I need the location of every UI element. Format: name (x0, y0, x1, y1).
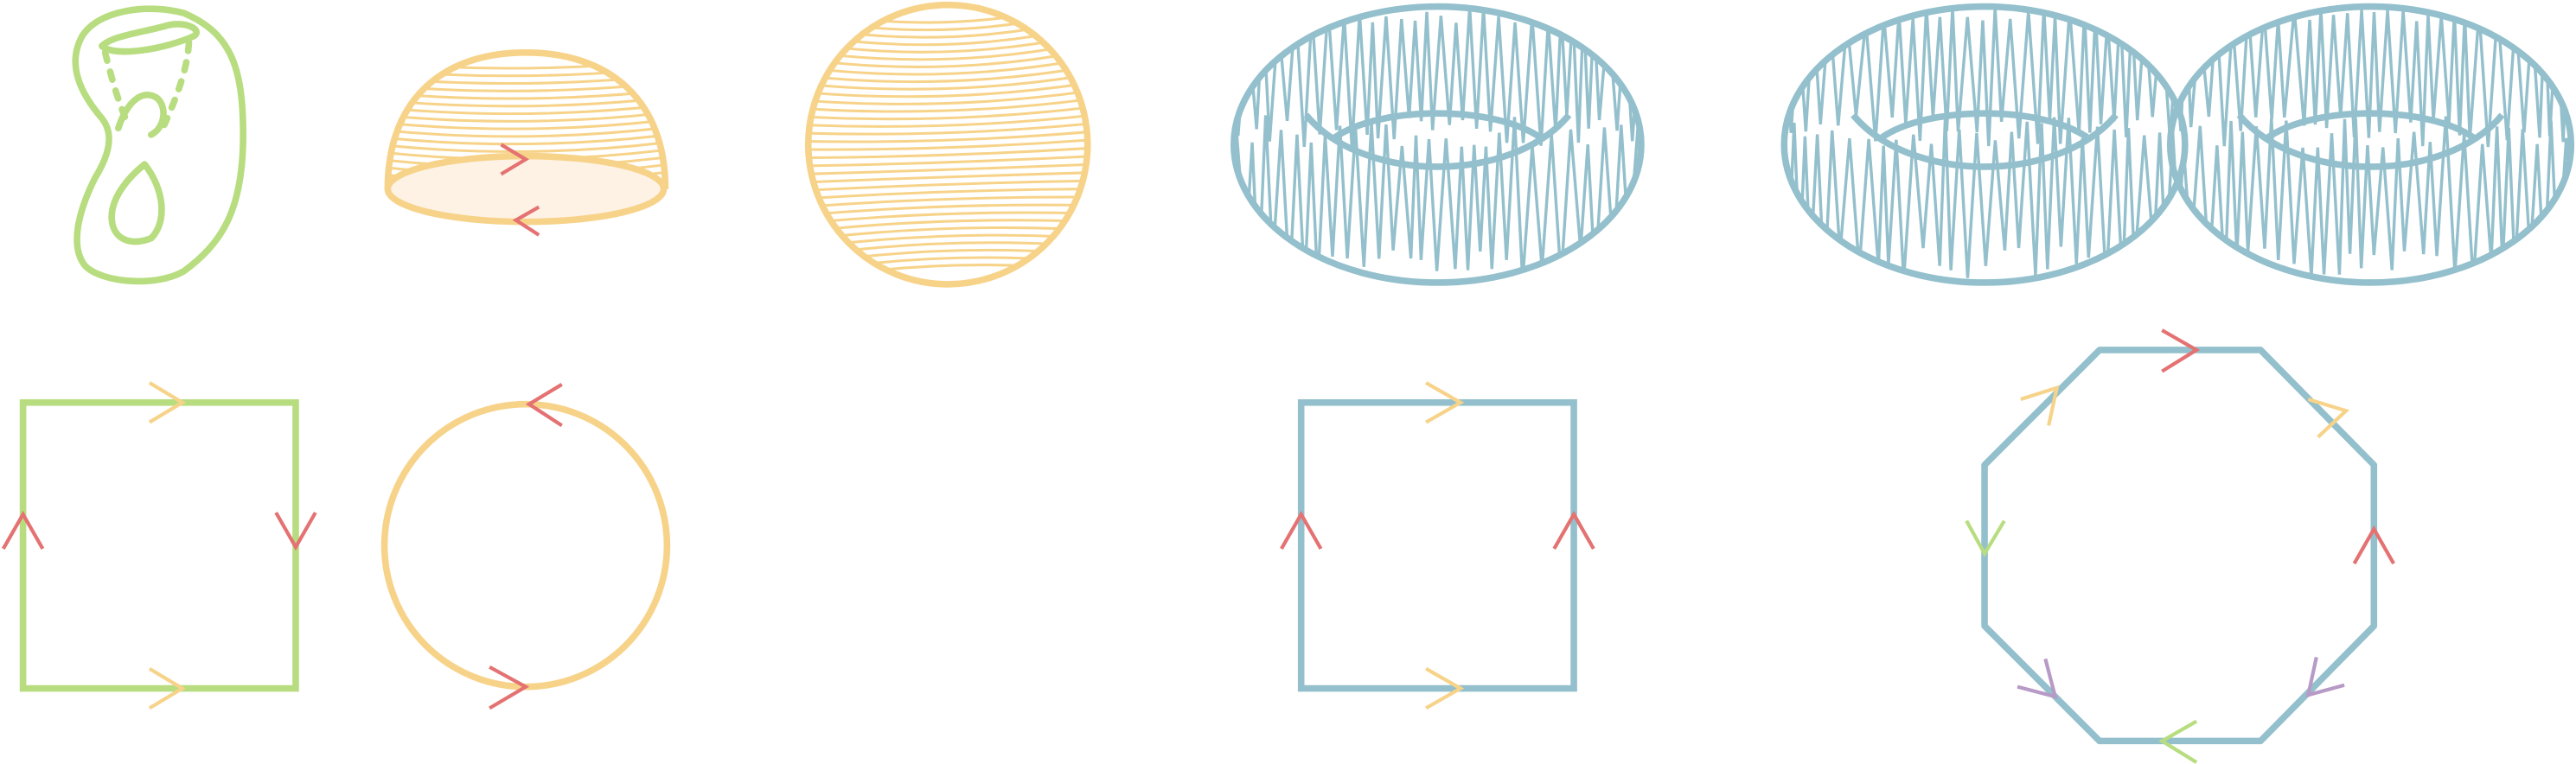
torus-top-arrow (1425, 381, 1465, 424)
projective-plane-hemisphere (384, 49, 669, 237)
sphere-hatch-line (808, 155, 1088, 168)
hemisphere-arrows (500, 143, 540, 237)
octagon-arrow-top (2161, 328, 2201, 373)
hemisphere-hatch-line (387, 124, 666, 138)
torus-outline (1230, 3, 1645, 286)
torus-hole-lower (1303, 112, 1572, 170)
octagon-arrow-lower-right (2305, 656, 2345, 698)
sphere-hatch-line (808, 219, 1088, 233)
projective-plane-sphere (804, 1, 1091, 288)
torus-hatching (1233, 7, 1641, 283)
klein-top-arrow (148, 381, 186, 424)
sphere-hatch-line (808, 171, 1088, 184)
double-torus-octagon (1965, 328, 2395, 764)
hemisphere-arrow-top (500, 143, 530, 176)
torus-square-outline (1297, 398, 1577, 692)
octagon-arrow-bottom (2158, 719, 2198, 764)
torus-hatch-lower (1233, 115, 1641, 283)
sphere-hatch-line (808, 7, 1088, 32)
torus-hatch-upper (2170, 7, 2572, 148)
disk-outline (380, 400, 671, 691)
sphere-hatch-line (808, 188, 1088, 201)
torus-hatch-lower (1784, 115, 2185, 283)
torus-square (1280, 381, 1595, 710)
disk-top-arrow (525, 383, 563, 428)
klein-bottle-neck (98, 21, 200, 55)
hemisphere-hatch-line (387, 117, 666, 131)
sphere-hatch-line (808, 195, 1088, 209)
octagon-arrow-right (2352, 525, 2395, 565)
hemisphere-hatch-line (387, 57, 666, 70)
sphere-hatch-line (808, 146, 1088, 160)
double-torus-surface (1780, 3, 2575, 286)
klein-bottle-inner-loop (108, 161, 165, 245)
klein-bottom-arrow (148, 666, 186, 710)
sphere-hatch-line (808, 73, 1088, 91)
sphere-hatch-line (808, 162, 1088, 176)
klein-bottle-outline (72, 5, 246, 285)
projective-plane-disk (380, 383, 671, 710)
sphere-hatch-line (808, 211, 1088, 226)
torus-right-arrow (1552, 510, 1595, 550)
sphere-hatch-line (808, 15, 1088, 39)
klein-right-arrow (274, 512, 317, 551)
torus-hatch-upper (1784, 6, 2185, 147)
sphere-hatch-line (808, 97, 1088, 113)
double-torus-left-outline (1780, 3, 2189, 286)
sphere-hatch-line (808, 122, 1088, 136)
klein-bottle-hidden-curve (101, 39, 193, 129)
hemisphere-arrow-bottom (512, 205, 540, 237)
sphere-hatch-line (808, 56, 1088, 76)
double-torus-left-hole-upper (1879, 110, 2090, 141)
octagon-arrow-lower-left (2017, 658, 2058, 699)
double-torus-right-hatching (2170, 7, 2572, 283)
klein-bottle-surface (72, 5, 246, 285)
torus-bottom-arrow (1425, 666, 1465, 710)
sphere-hatch-line (808, 23, 1088, 47)
sphere-hatch-line (808, 64, 1088, 84)
hemisphere-hatch-line (387, 139, 666, 153)
sphere-hatch-line (808, 203, 1088, 217)
sphere-hatch-line (808, 89, 1088, 105)
double-torus-right-hole-lower (2236, 112, 2505, 170)
sphere-hatch-line (808, 179, 1088, 193)
klein-bottle-tube (114, 92, 167, 138)
double-torus-right-hole-upper (2265, 110, 2477, 141)
octagon-outline (1981, 347, 2378, 745)
hemisphere-base (384, 152, 668, 226)
torus-hole-upper (1332, 110, 1544, 141)
hemisphere-dome (384, 49, 669, 189)
octagon-arrow-upper-right (2307, 397, 2350, 439)
klein-square-outline (19, 398, 299, 692)
octagon-arrow-left (1965, 519, 2006, 557)
torus-left-arrow (1280, 510, 1323, 550)
hemisphere-hatch-line (387, 109, 666, 123)
sphere-hatch-line (808, 130, 1088, 143)
klein-bottle-square (1, 381, 317, 710)
disk-bottom-arrow (489, 665, 530, 710)
sphere-hatch-line (808, 138, 1088, 151)
torus-hatch-lower (2170, 116, 2572, 283)
double-torus-right-outline (2166, 3, 2575, 286)
torus-surface (1230, 3, 1645, 286)
double-torus-left-hole-lower (1851, 112, 2119, 170)
klein-left-arrow (1, 510, 45, 550)
sphere-hatch-line (808, 113, 1088, 128)
octagon-arrow-upper-left (2020, 385, 2060, 426)
sphere-hatch-line (808, 105, 1088, 121)
sphere-hatch-line (808, 264, 1088, 283)
hemisphere-hatch-line (387, 131, 666, 146)
torus-hatch-upper (1233, 7, 1641, 148)
sphere-outline (804, 1, 1091, 288)
sphere-hatch-line (808, 80, 1088, 99)
